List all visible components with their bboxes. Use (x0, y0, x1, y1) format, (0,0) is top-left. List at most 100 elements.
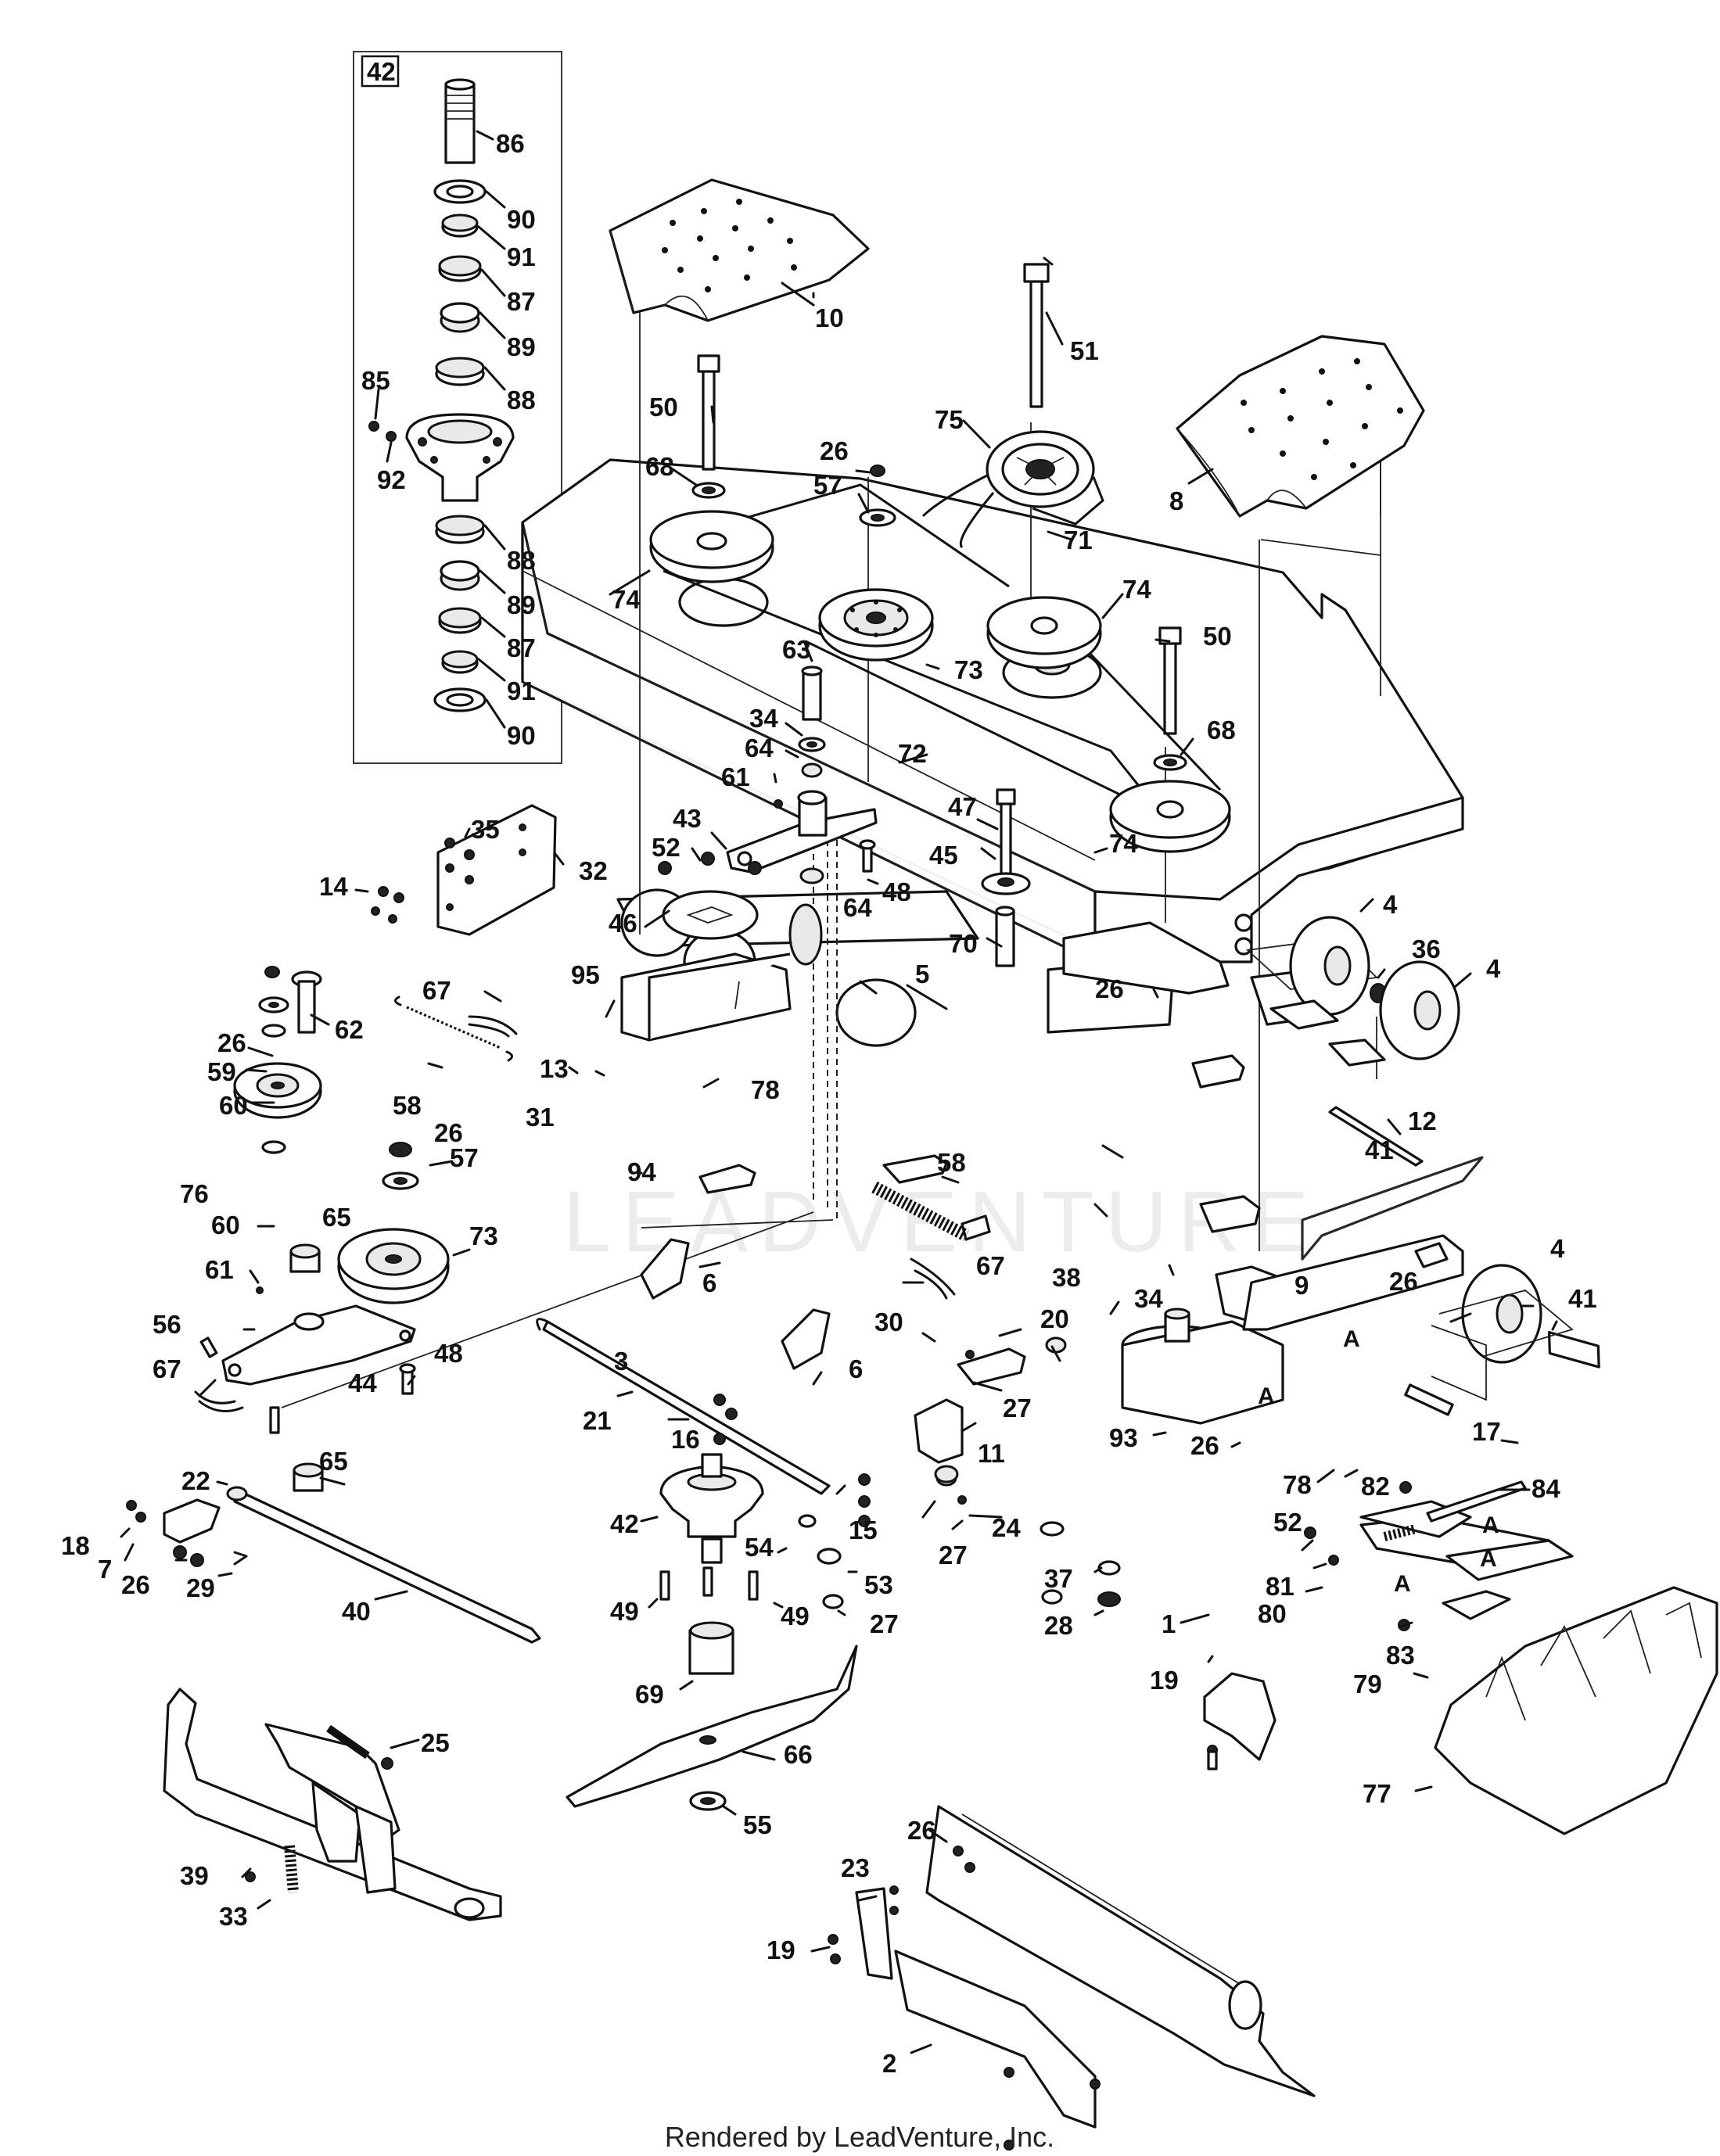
callout-42: 42 (610, 1509, 639, 1538)
discharge-chute-77 (1434, 1586, 1718, 1835)
callout-48: 48 (882, 877, 911, 906)
callout-7: 7 (98, 1555, 112, 1584)
callout-83: 83 (1386, 1641, 1415, 1670)
clip-67-center (910, 1257, 956, 1300)
callout-44: 44 (348, 1369, 377, 1397)
callout-65: 65 (322, 1203, 351, 1232)
callout-92: 92 (377, 465, 406, 494)
callout-26-h: 26 (907, 1816, 936, 1845)
spindle-inset: 42 (353, 51, 562, 764)
bolt-washer-spacer-47-45-70 (981, 788, 1031, 967)
callout-75: 75 (935, 405, 964, 434)
callout-85: 85 (361, 366, 390, 395)
deck-cover-right (1176, 335, 1425, 518)
callout-16: 16 (671, 1425, 700, 1454)
callout-88-b: 88 (507, 546, 536, 575)
spindle-9 (1121, 1308, 1284, 1425)
callout-6: 6 (702, 1268, 716, 1297)
callout-26-g: 26 (121, 1570, 150, 1599)
callout-65-b: 65 (319, 1447, 348, 1476)
callout-37: 37 (1044, 1564, 1073, 1593)
callout-49: 49 (610, 1597, 639, 1626)
callout-58: 58 (393, 1091, 422, 1120)
callout-68-b: 68 (1207, 716, 1236, 744)
callout-25: 25 (421, 1728, 450, 1757)
callout-76: 76 (180, 1179, 209, 1208)
callout-57-b: 57 (450, 1143, 479, 1172)
ref-A4: A (1480, 1546, 1497, 1572)
callout-11: 11 (978, 1439, 1005, 1468)
callout-4: 4 (1383, 890, 1398, 919)
spring-58-center (871, 1181, 969, 1242)
callout-4-b: 4 (1486, 954, 1501, 983)
deck-cover-left (609, 178, 870, 322)
callout-34-b: 34 (1134, 1284, 1163, 1313)
callout-53: 53 (864, 1570, 893, 1599)
callout-46: 46 (609, 909, 637, 938)
callout-29: 29 (186, 1573, 215, 1602)
callout-27-b: 27 (939, 1541, 968, 1569)
blade-66 (566, 1621, 858, 1811)
callout-59: 59 (207, 1057, 236, 1086)
callout-50-b: 50 (1203, 622, 1232, 651)
spring-58-left (394, 995, 518, 1062)
callout-39: 39 (180, 1861, 209, 1890)
callout-64-b: 64 (843, 893, 872, 922)
callout-14: 14 (319, 872, 348, 901)
callout-73-b: 73 (469, 1221, 498, 1250)
callout-78-b: 78 (1283, 1470, 1312, 1499)
callout-90: 90 (507, 205, 536, 234)
callout-30: 30 (874, 1308, 903, 1336)
callout-18: 18 (61, 1531, 90, 1560)
callout-22: 22 (181, 1466, 210, 1495)
callout-71: 71 (1064, 526, 1093, 554)
ref-A5: A (1394, 1571, 1411, 1597)
callout-74-a: 74 (612, 585, 641, 614)
callout-26-c: 26 (217, 1028, 246, 1057)
front-rod-21 (536, 1318, 831, 1495)
callout-62: 62 (335, 1015, 364, 1044)
callout-28: 28 (1044, 1611, 1073, 1640)
callout-72: 72 (898, 739, 927, 768)
callout-63: 63 (782, 635, 811, 664)
callout-32: 32 (579, 856, 608, 885)
callout-49-b: 49 (781, 1602, 810, 1630)
callout-89-b: 89 (507, 590, 536, 619)
idler-pulley-73-left (289, 1142, 450, 1304)
callout-52: 52 (652, 833, 680, 862)
callout-70: 70 (949, 929, 978, 958)
gearbox-plate-46-78 (620, 852, 823, 1042)
callout-79: 79 (1353, 1670, 1382, 1699)
callout-13: 13 (540, 1054, 569, 1083)
callout-41-b: 41 (1568, 1284, 1597, 1313)
ref-A3: A (1482, 1512, 1499, 1538)
callout-77: 77 (1363, 1779, 1391, 1808)
callout-26-f: 26 (1190, 1431, 1219, 1460)
callout-45: 45 (929, 841, 958, 870)
callout-35: 35 (471, 815, 500, 844)
deck-brackets (698, 921, 1323, 1386)
chute-hinge-79-80-82 (1304, 1480, 1574, 1631)
callout-labels: 86 90 91 87 89 85 88 92 88 89 87 91 90 1… (61, 129, 1597, 2078)
callout-40: 40 (342, 1597, 371, 1626)
footer-credit: Rendered by LeadVenture, Inc. (665, 2121, 1054, 2153)
callout-33: 33 (219, 1902, 248, 1931)
callout-47: 47 (948, 792, 977, 821)
callout-15: 15 (849, 1516, 878, 1544)
callout-80: 80 (1258, 1599, 1287, 1628)
right-rear-bracket (1242, 1156, 1487, 1416)
callout-90-b: 90 (507, 721, 536, 750)
callout-26-d: 26 (434, 1118, 463, 1147)
callout-20: 20 (1040, 1304, 1069, 1333)
callout-34: 34 (749, 704, 778, 733)
callout-27: 27 (1003, 1394, 1032, 1422)
pulley-assembly (649, 263, 1231, 853)
callout-54: 54 (745, 1533, 774, 1562)
callout-51: 51 (1070, 336, 1099, 365)
left-bracket-32 (371, 804, 557, 936)
callout-19-b: 19 (767, 1935, 795, 1964)
alignment-lines (281, 309, 1381, 1408)
hardware-37-28 (1097, 1560, 1121, 1607)
callout-87: 87 (507, 287, 536, 316)
callout-57: 57 (813, 471, 842, 500)
